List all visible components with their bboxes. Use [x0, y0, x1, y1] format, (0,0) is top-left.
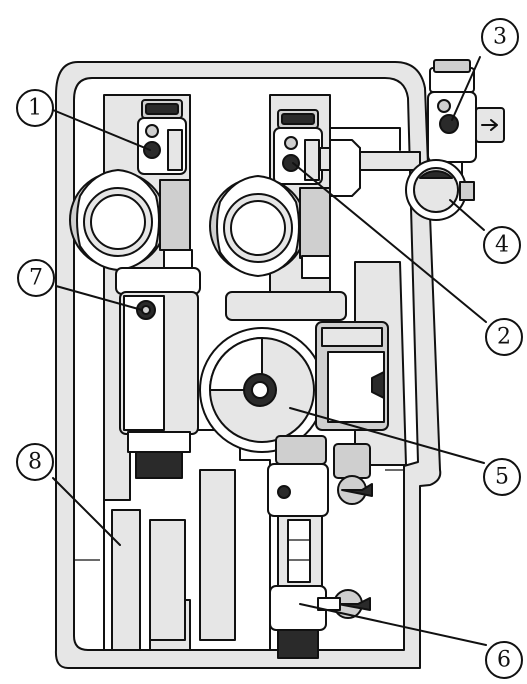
filter-cylinder	[115, 267, 201, 479]
right-ball-valve	[273, 109, 323, 185]
callout-5: 5	[483, 458, 521, 496]
left-thermo-knob	[69, 169, 193, 271]
callout-4-label: 4	[495, 233, 509, 258]
callout-7-label: 7	[29, 266, 43, 291]
callout-7: 7	[17, 259, 55, 297]
callout-8-label: 8	[28, 450, 42, 475]
flow-meter-assembly	[267, 463, 373, 659]
thermometer-gauge	[405, 159, 475, 221]
callout-6-label: 6	[497, 648, 511, 673]
leader-2	[292, 162, 487, 323]
callout-2-label: 2	[497, 325, 511, 350]
callout-8: 8	[16, 443, 54, 481]
callout-3: 3	[481, 18, 519, 56]
leader-8	[52, 477, 121, 546]
callout-5-label: 5	[495, 465, 509, 490]
callout-2: 2	[485, 318, 523, 356]
leader-5	[289, 407, 485, 464]
leader-lines	[52, 56, 487, 646]
leader-7	[55, 285, 143, 311]
callout-3-label: 3	[493, 25, 507, 50]
callout-1-label: 1	[28, 96, 42, 121]
callout-6: 6	[485, 641, 523, 679]
left-ball-valve	[137, 99, 187, 175]
callout-1: 1	[16, 89, 54, 127]
leader-4	[449, 199, 485, 231]
circulation-pump	[199, 291, 389, 479]
right-thermo-knob	[209, 175, 331, 279]
leader-6	[299, 603, 487, 646]
leader-1	[52, 109, 151, 151]
leader-3	[451, 56, 481, 121]
callout-4: 4	[483, 226, 521, 264]
